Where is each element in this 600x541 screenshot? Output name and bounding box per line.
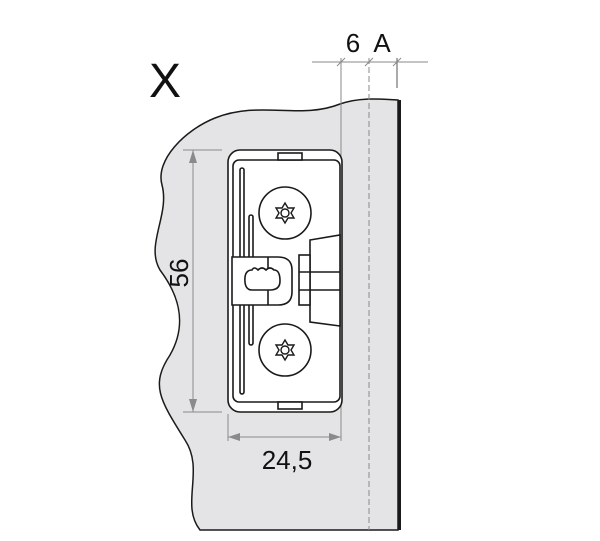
dimension-arrows xyxy=(189,150,341,441)
screw-bottom xyxy=(258,323,312,377)
view-label: X xyxy=(149,55,181,108)
height-dimension: 56 xyxy=(164,259,194,288)
panel-edge xyxy=(398,100,401,530)
screw-top xyxy=(258,186,312,240)
width-dimension: 24,5 xyxy=(262,445,313,475)
offset-dimension: 6 xyxy=(346,28,360,58)
variable-dimension: A xyxy=(373,28,391,58)
hinge-device xyxy=(227,149,343,413)
torx-icons xyxy=(274,201,296,362)
